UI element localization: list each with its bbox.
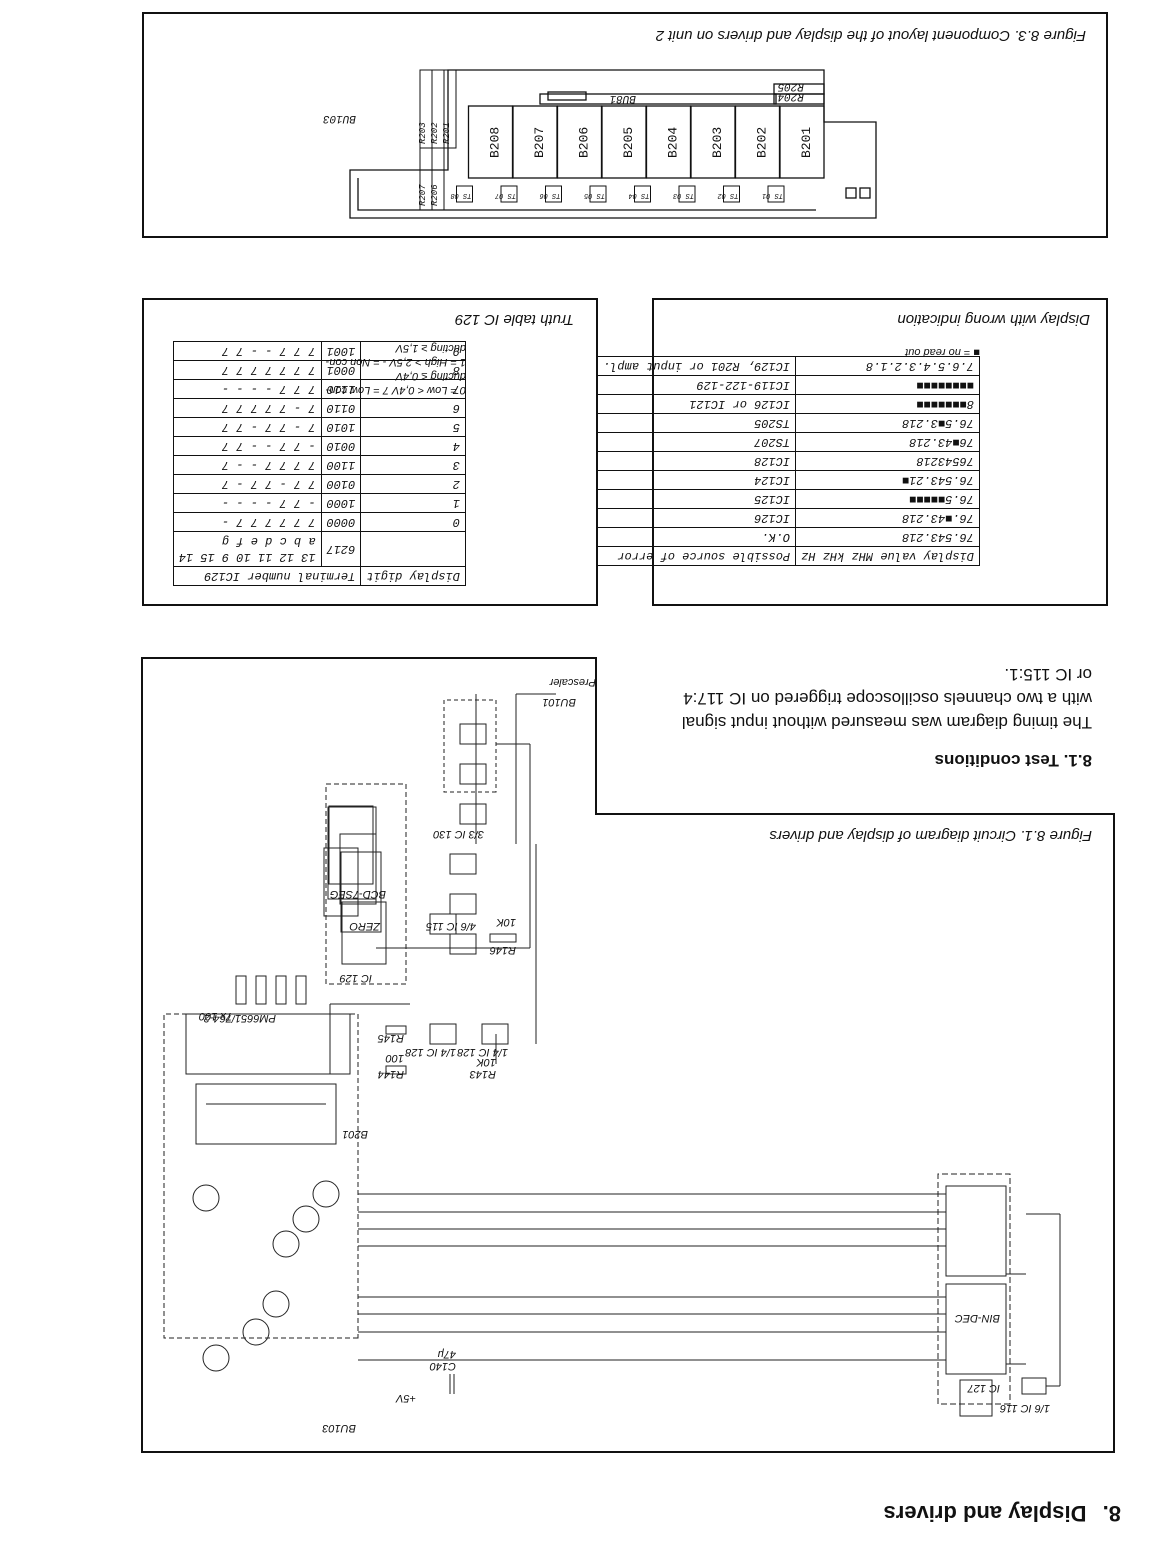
transistor-3 (678, 185, 696, 203)
transistor-8 (456, 185, 473, 203)
ts203-symbol (272, 1230, 300, 1258)
display-b208 (467, 105, 514, 179)
display-module-box (163, 1013, 359, 1339)
transistor-label-8: TS 08 (450, 191, 472, 199)
display-label-b202: B202 (754, 126, 770, 158)
ts206-symbol (242, 1318, 270, 1346)
transistor-label-1: TS 01 (761, 191, 783, 199)
resistor-label-r202: R202 (430, 122, 440, 144)
figure-8-1-frame (141, 657, 1115, 1453)
ic129-box (340, 851, 382, 933)
transistor-label-4: TS 04 (628, 191, 650, 199)
resistor-label-r203: R203 (418, 122, 428, 144)
ts208-symbol (192, 1184, 220, 1212)
resistor-label-r201: R201 (442, 122, 452, 144)
display-label-b201: B201 (799, 126, 814, 158)
transistor-label-5: TS 05 (583, 191, 605, 199)
transistor-4 (634, 185, 651, 203)
display-label-b205: B205 (621, 126, 636, 158)
transistor-label-3: TS 03 (672, 191, 694, 199)
ts204-symbol (262, 1290, 290, 1318)
transistor-label-6: TS 06 (539, 191, 561, 199)
resistor-label-r207: R207 (418, 184, 428, 206)
transistor-6 (545, 185, 562, 203)
ts201-symbol (312, 1180, 340, 1208)
display-label-b206: B206 (576, 126, 592, 158)
transistor-2 (723, 185, 740, 203)
transistor-label-2: TS 02 (717, 191, 739, 199)
ic129-lower (341, 901, 387, 965)
r205-label: R205 (777, 80, 804, 92)
display-label-b204: B204 (665, 126, 681, 158)
display-label-b208: B208 (487, 126, 503, 158)
bus-label: BU81 (609, 92, 636, 104)
bus-bu81 (539, 93, 777, 105)
transistor-5 (589, 185, 607, 203)
pcb-outline (349, 69, 877, 219)
display-label-b207: B207 (532, 126, 547, 158)
ts207-symbol (202, 1344, 230, 1372)
ic127-upper (945, 1185, 1007, 1277)
ic129 (323, 847, 359, 917)
ic127-lower (945, 1283, 1007, 1375)
display-label-b203: B203 (710, 126, 725, 158)
transistor-7 (500, 185, 518, 203)
resistor-label-r206: R206 (430, 184, 440, 206)
transistor-label-7: TS 07 (494, 191, 516, 199)
transistor-1 (767, 185, 785, 203)
ts202-symbol (292, 1205, 320, 1233)
